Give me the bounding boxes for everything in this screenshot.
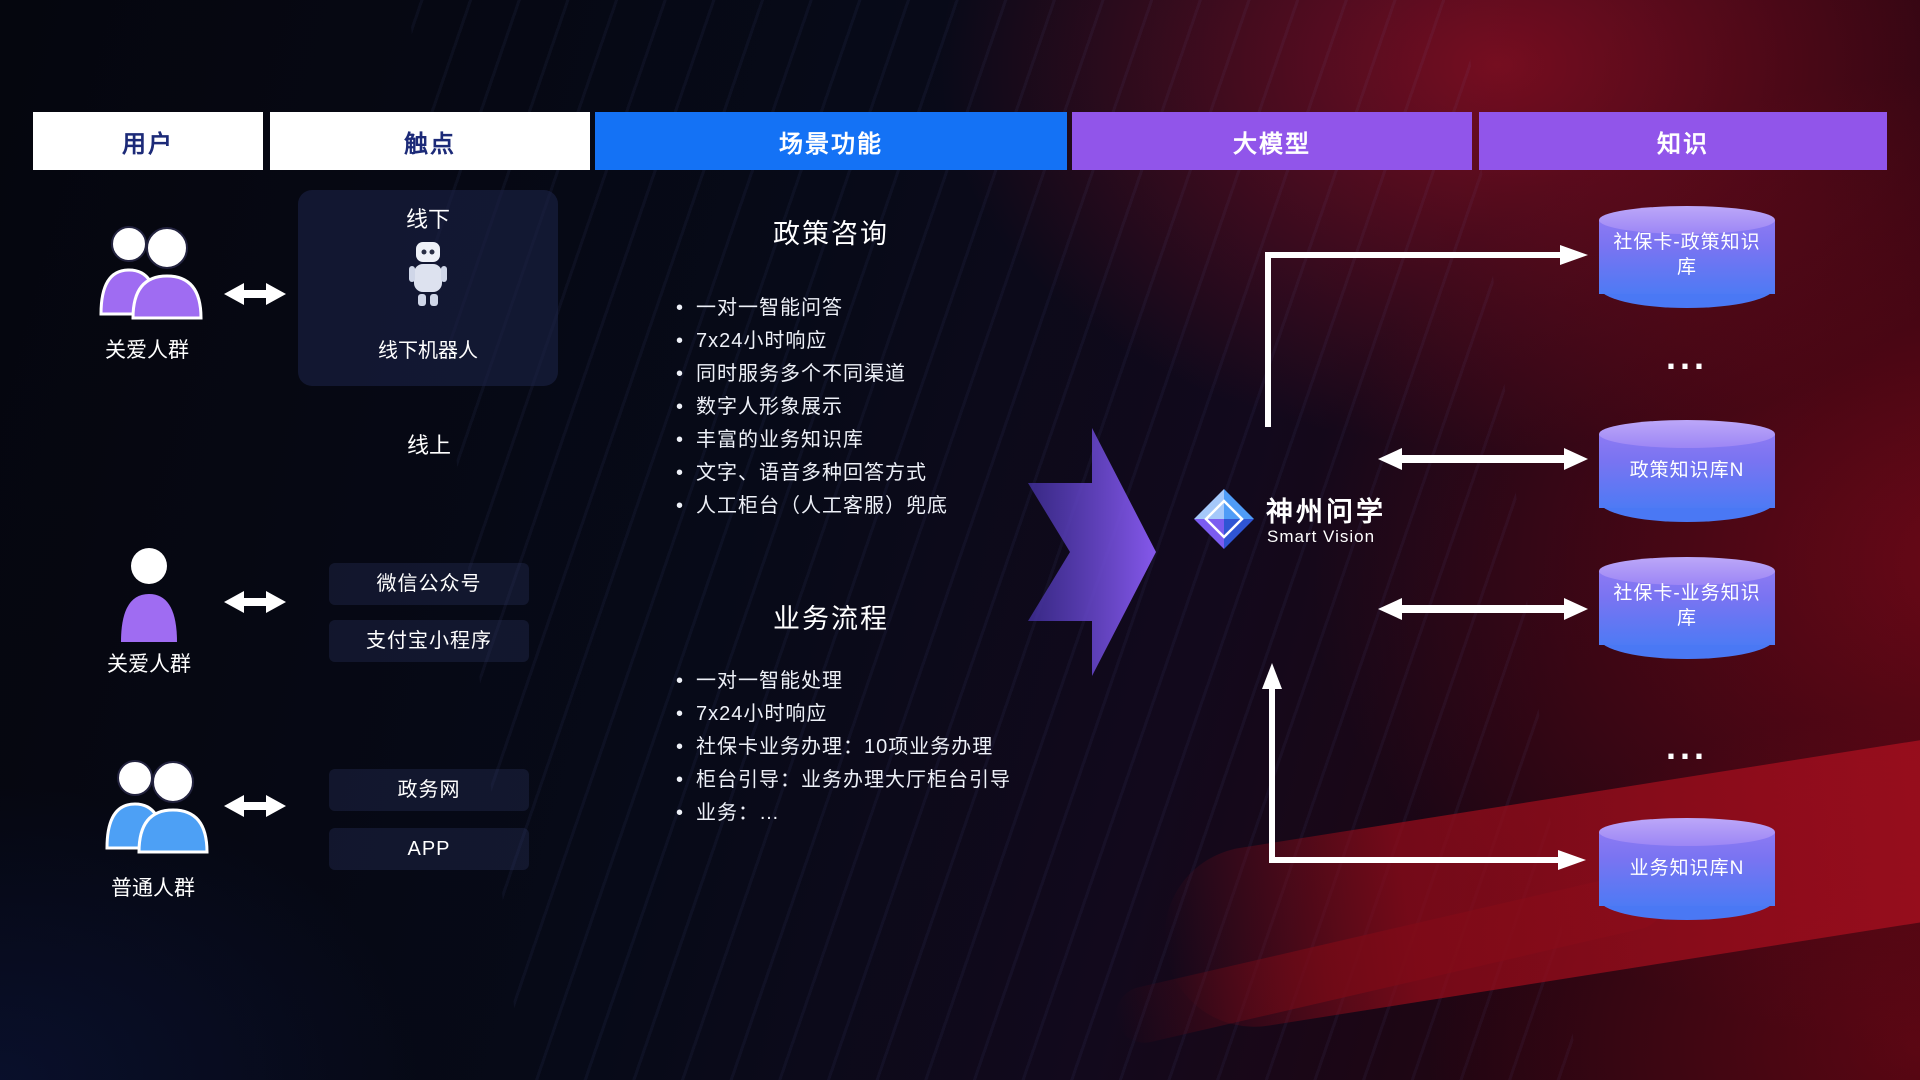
user-group-blue-icon bbox=[105, 760, 209, 854]
offline-title: 线下 bbox=[405, 207, 450, 232]
double-arrow-icon bbox=[224, 283, 286, 305]
online-title: 线上 bbox=[406, 433, 451, 458]
knowledge-db-label: 业务知识库N bbox=[1629, 858, 1745, 879]
user-group-blue-label: 普通人群 bbox=[111, 877, 195, 900]
cylinder-top bbox=[1599, 420, 1775, 448]
cylinder-top bbox=[1599, 818, 1775, 846]
double-arrow-business-kb-1 bbox=[1378, 598, 1588, 620]
knowledge-db-policy-n: 政策知识库N bbox=[1599, 420, 1775, 522]
robot-icon bbox=[409, 242, 447, 306]
knowledge-db-label: 政策知识库N bbox=[1629, 460, 1745, 481]
list-item: 柜台引导：业务办理大厅柜台引导 bbox=[676, 764, 1011, 797]
cylinder-top bbox=[1599, 557, 1775, 585]
header-scenario: 场景功能 bbox=[595, 112, 1067, 170]
knowledge-db-label: 社保卡-业务知识库 bbox=[1613, 583, 1761, 629]
list-item: 7x24小时响应 bbox=[676, 325, 948, 358]
arrow-to-business-kb-n bbox=[1262, 663, 1586, 870]
header-user: 用户 bbox=[33, 112, 263, 170]
knowledge-db-business-sscard: 社保卡-业务知识库 bbox=[1599, 557, 1775, 659]
policy-section-title: 政策咨询 bbox=[773, 219, 889, 249]
channel-govweb: 政务网 bbox=[329, 769, 529, 811]
cylinder-top bbox=[1599, 206, 1775, 234]
knowledge-db-policy-sscard: 社保卡-政策知识库 bbox=[1599, 206, 1775, 308]
header-touchpoint: 触点 bbox=[270, 112, 590, 170]
double-arrow-icon bbox=[224, 795, 286, 817]
user-person-label: 关爱人群 bbox=[107, 653, 191, 676]
ellipsis-business: ... bbox=[1665, 726, 1708, 767]
business-section-title: 业务流程 bbox=[773, 604, 889, 634]
flow-arrow-icon bbox=[1028, 428, 1156, 676]
knowledge-db-business-n: 业务知识库N bbox=[1599, 818, 1775, 920]
policy-feature-list: 一对一智能问答 7x24小时响应 同时服务多个不同渠道 数字人形象展示 丰富的业… bbox=[676, 292, 948, 523]
list-item: 7x24小时响应 bbox=[676, 698, 1011, 731]
smart-vision-logo-icon bbox=[1194, 489, 1254, 549]
list-item: 同时服务多个不同渠道 bbox=[676, 358, 948, 391]
channel-alipay: 支付宝小程序 bbox=[329, 620, 529, 662]
knowledge-db-label: 社保卡-政策知识库 bbox=[1613, 232, 1761, 278]
user-group-purple-icon bbox=[99, 226, 203, 320]
list-item: 一对一智能问答 bbox=[676, 292, 948, 325]
double-arrow-icon bbox=[224, 591, 286, 613]
model-subtitle: Smart Vision bbox=[1267, 527, 1376, 546]
business-feature-list: 一对一智能处理 7x24小时响应 社保卡业务办理：10项业务办理 柜台引导：业务… bbox=[676, 665, 1011, 830]
double-arrow-policy-kb-n bbox=[1378, 448, 1588, 470]
ellipsis-policy: ... bbox=[1665, 336, 1708, 377]
list-item: 文字、语音多种回答方式 bbox=[676, 457, 948, 490]
offline-robot-label: 线下机器人 bbox=[378, 340, 478, 362]
list-item: 业务：… bbox=[676, 797, 1011, 830]
list-item: 社保卡业务办理：10项业务办理 bbox=[676, 731, 1011, 764]
header-knowledge: 知识 bbox=[1479, 112, 1887, 170]
model-name: 神州问学 bbox=[1266, 497, 1386, 527]
header-model: 大模型 bbox=[1072, 112, 1472, 170]
channel-wechat: 微信公众号 bbox=[329, 563, 529, 605]
user-person-purple-icon bbox=[121, 548, 177, 642]
user-group-label: 关爱人群 bbox=[105, 339, 189, 362]
list-item: 丰富的业务知识库 bbox=[676, 424, 948, 457]
list-item: 人工柜台（人工客服）兜底 bbox=[676, 490, 948, 523]
offline-touchpoint-card: 线下 线下机器人 bbox=[298, 190, 558, 386]
arrow-to-policy-kb-1 bbox=[1265, 245, 1588, 427]
list-item: 数字人形象展示 bbox=[676, 391, 948, 424]
list-item: 一对一智能处理 bbox=[676, 665, 1011, 698]
channel-app: APP bbox=[329, 828, 529, 870]
